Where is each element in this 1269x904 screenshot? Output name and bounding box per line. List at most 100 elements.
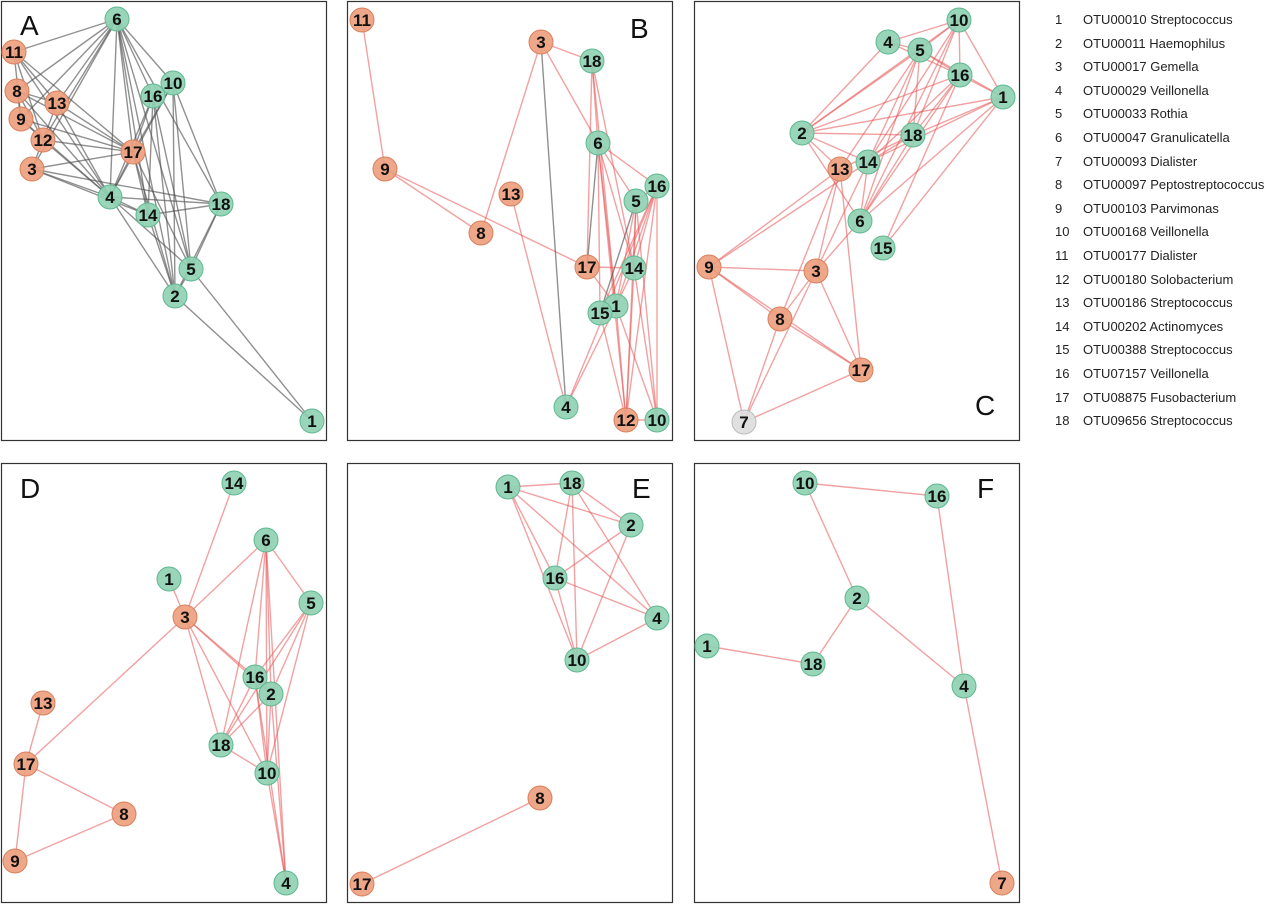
node-label-2: 2	[626, 516, 635, 535]
edge-6-10	[265, 539, 268, 774]
node-14	[221, 470, 247, 496]
edge-12-17	[42, 139, 134, 153]
panel-letter: B	[630, 13, 649, 44]
edge-9-8	[384, 168, 482, 234]
edge-6-11	[13, 18, 118, 53]
edge-10-2	[804, 482, 858, 599]
legend-number: 16	[1055, 366, 1070, 381]
node-9	[8, 106, 34, 132]
node-label-14: 14	[139, 206, 158, 225]
legend-number: 10	[1055, 224, 1070, 240]
edge-10-16	[804, 482, 938, 497]
edge-4-2	[109, 196, 176, 297]
nodes	[2, 470, 324, 896]
legend-label: OTU00186 Streptococcus	[1083, 295, 1233, 311]
node-5	[178, 256, 204, 282]
node-label-1: 1	[164, 570, 173, 589]
edge-16-2	[801, 74, 961, 134]
node-label-11: 11	[5, 43, 23, 62]
edge-15-12	[599, 312, 627, 421]
node-8	[468, 220, 494, 246]
node-13	[498, 181, 524, 207]
node-13	[30, 690, 56, 716]
edge-16-15	[882, 74, 961, 249]
node-5	[907, 37, 933, 63]
node-8	[767, 306, 793, 332]
node-label-17: 17	[578, 258, 597, 277]
node-label-18: 18	[804, 655, 823, 674]
edge-9-8	[14, 813, 125, 862]
edge-18-6	[859, 134, 914, 222]
node-12	[613, 407, 639, 433]
legend-label: OTU09656 Streptococcus	[1083, 413, 1233, 429]
node-label-18: 18	[583, 52, 602, 71]
node-label-16: 16	[648, 177, 667, 196]
node-label-16: 16	[144, 87, 163, 106]
nodes	[694, 470, 1015, 896]
node-1	[156, 566, 182, 592]
edge-16-6	[859, 74, 961, 222]
edge-11-9	[361, 19, 386, 170]
edge-18-2	[174, 203, 222, 297]
edge-4-2	[801, 41, 889, 134]
edge-5-18	[912, 49, 921, 136]
node-3	[803, 258, 829, 284]
node-label-12: 12	[34, 131, 53, 150]
node-label-3: 3	[27, 160, 36, 179]
legend-item: 8 OTU00097 Peptostreptococcus	[1055, 177, 1264, 192]
edge-1-10	[507, 486, 578, 661]
node-label-15: 15	[874, 239, 893, 258]
edges	[361, 482, 658, 885]
node-17	[574, 254, 600, 280]
node-1	[299, 408, 325, 434]
node-label-3: 3	[536, 33, 545, 52]
edge-2-18	[812, 597, 858, 665]
edge-11-12	[13, 51, 44, 141]
legend-label: OTU07157 Veillonella	[1083, 366, 1209, 381]
nodes	[349, 7, 670, 433]
edge-1-18	[912, 96, 1004, 136]
edge-3-8	[480, 41, 542, 234]
edge-6-13	[56, 18, 118, 104]
edge-6-4	[109, 18, 118, 198]
edge-6-12	[42, 18, 118, 141]
edge-5-2	[270, 602, 312, 695]
node-label-8: 8	[775, 310, 784, 329]
edge-9-7	[708, 266, 745, 423]
edge-5-14	[867, 49, 921, 163]
nodes	[349, 470, 670, 897]
edge-14-3	[815, 161, 869, 272]
edge-6-17	[586, 142, 599, 268]
node-16	[242, 664, 268, 690]
edge-16-14	[633, 185, 658, 269]
edge-2-10	[576, 524, 632, 661]
edge-6-9	[20, 18, 118, 120]
node-label-2: 2	[170, 287, 179, 306]
edge-6-14	[597, 142, 635, 269]
edge-2-18	[801, 132, 914, 136]
legend-number: 8	[1055, 177, 1063, 193]
node-4	[97, 184, 123, 210]
legend-label: OTU00097 Peptostreptococcus	[1083, 177, 1265, 193]
node-label-4: 4	[883, 33, 893, 52]
edge-3-10	[184, 616, 268, 774]
edge-3-17	[815, 270, 862, 371]
legend-label: OTU00011 Haemophilus	[1083, 35, 1226, 51]
node-label-10: 10	[568, 651, 587, 670]
node-label-2: 2	[797, 124, 806, 143]
node-1	[694, 633, 720, 659]
edge-10-18	[172, 82, 222, 205]
edge-6-5	[265, 539, 312, 604]
node-11	[349, 7, 375, 33]
edge-13-3	[815, 168, 841, 272]
node-6	[104, 6, 130, 32]
node-17	[120, 139, 146, 165]
panel-frame	[346, 0, 674, 442]
edge-1-10	[615, 305, 658, 421]
